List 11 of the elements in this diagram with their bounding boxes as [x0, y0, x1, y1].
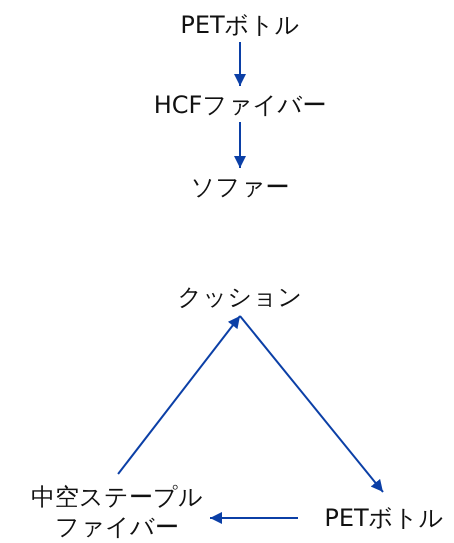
node-label: PETボトル: [170, 10, 310, 40]
arrow: [234, 122, 246, 168]
node-label: ソファー: [180, 172, 300, 202]
arrow: [239, 315, 384, 493]
node-label: HCFファイバー: [135, 90, 345, 120]
node-label: 中空ステープルファイバー: [27, 482, 207, 543]
arrow: [234, 42, 246, 86]
node-label: クッション: [165, 282, 315, 312]
arrow: [210, 512, 298, 524]
node-label: PETボトル: [312, 503, 454, 533]
arrow: [117, 315, 241, 475]
